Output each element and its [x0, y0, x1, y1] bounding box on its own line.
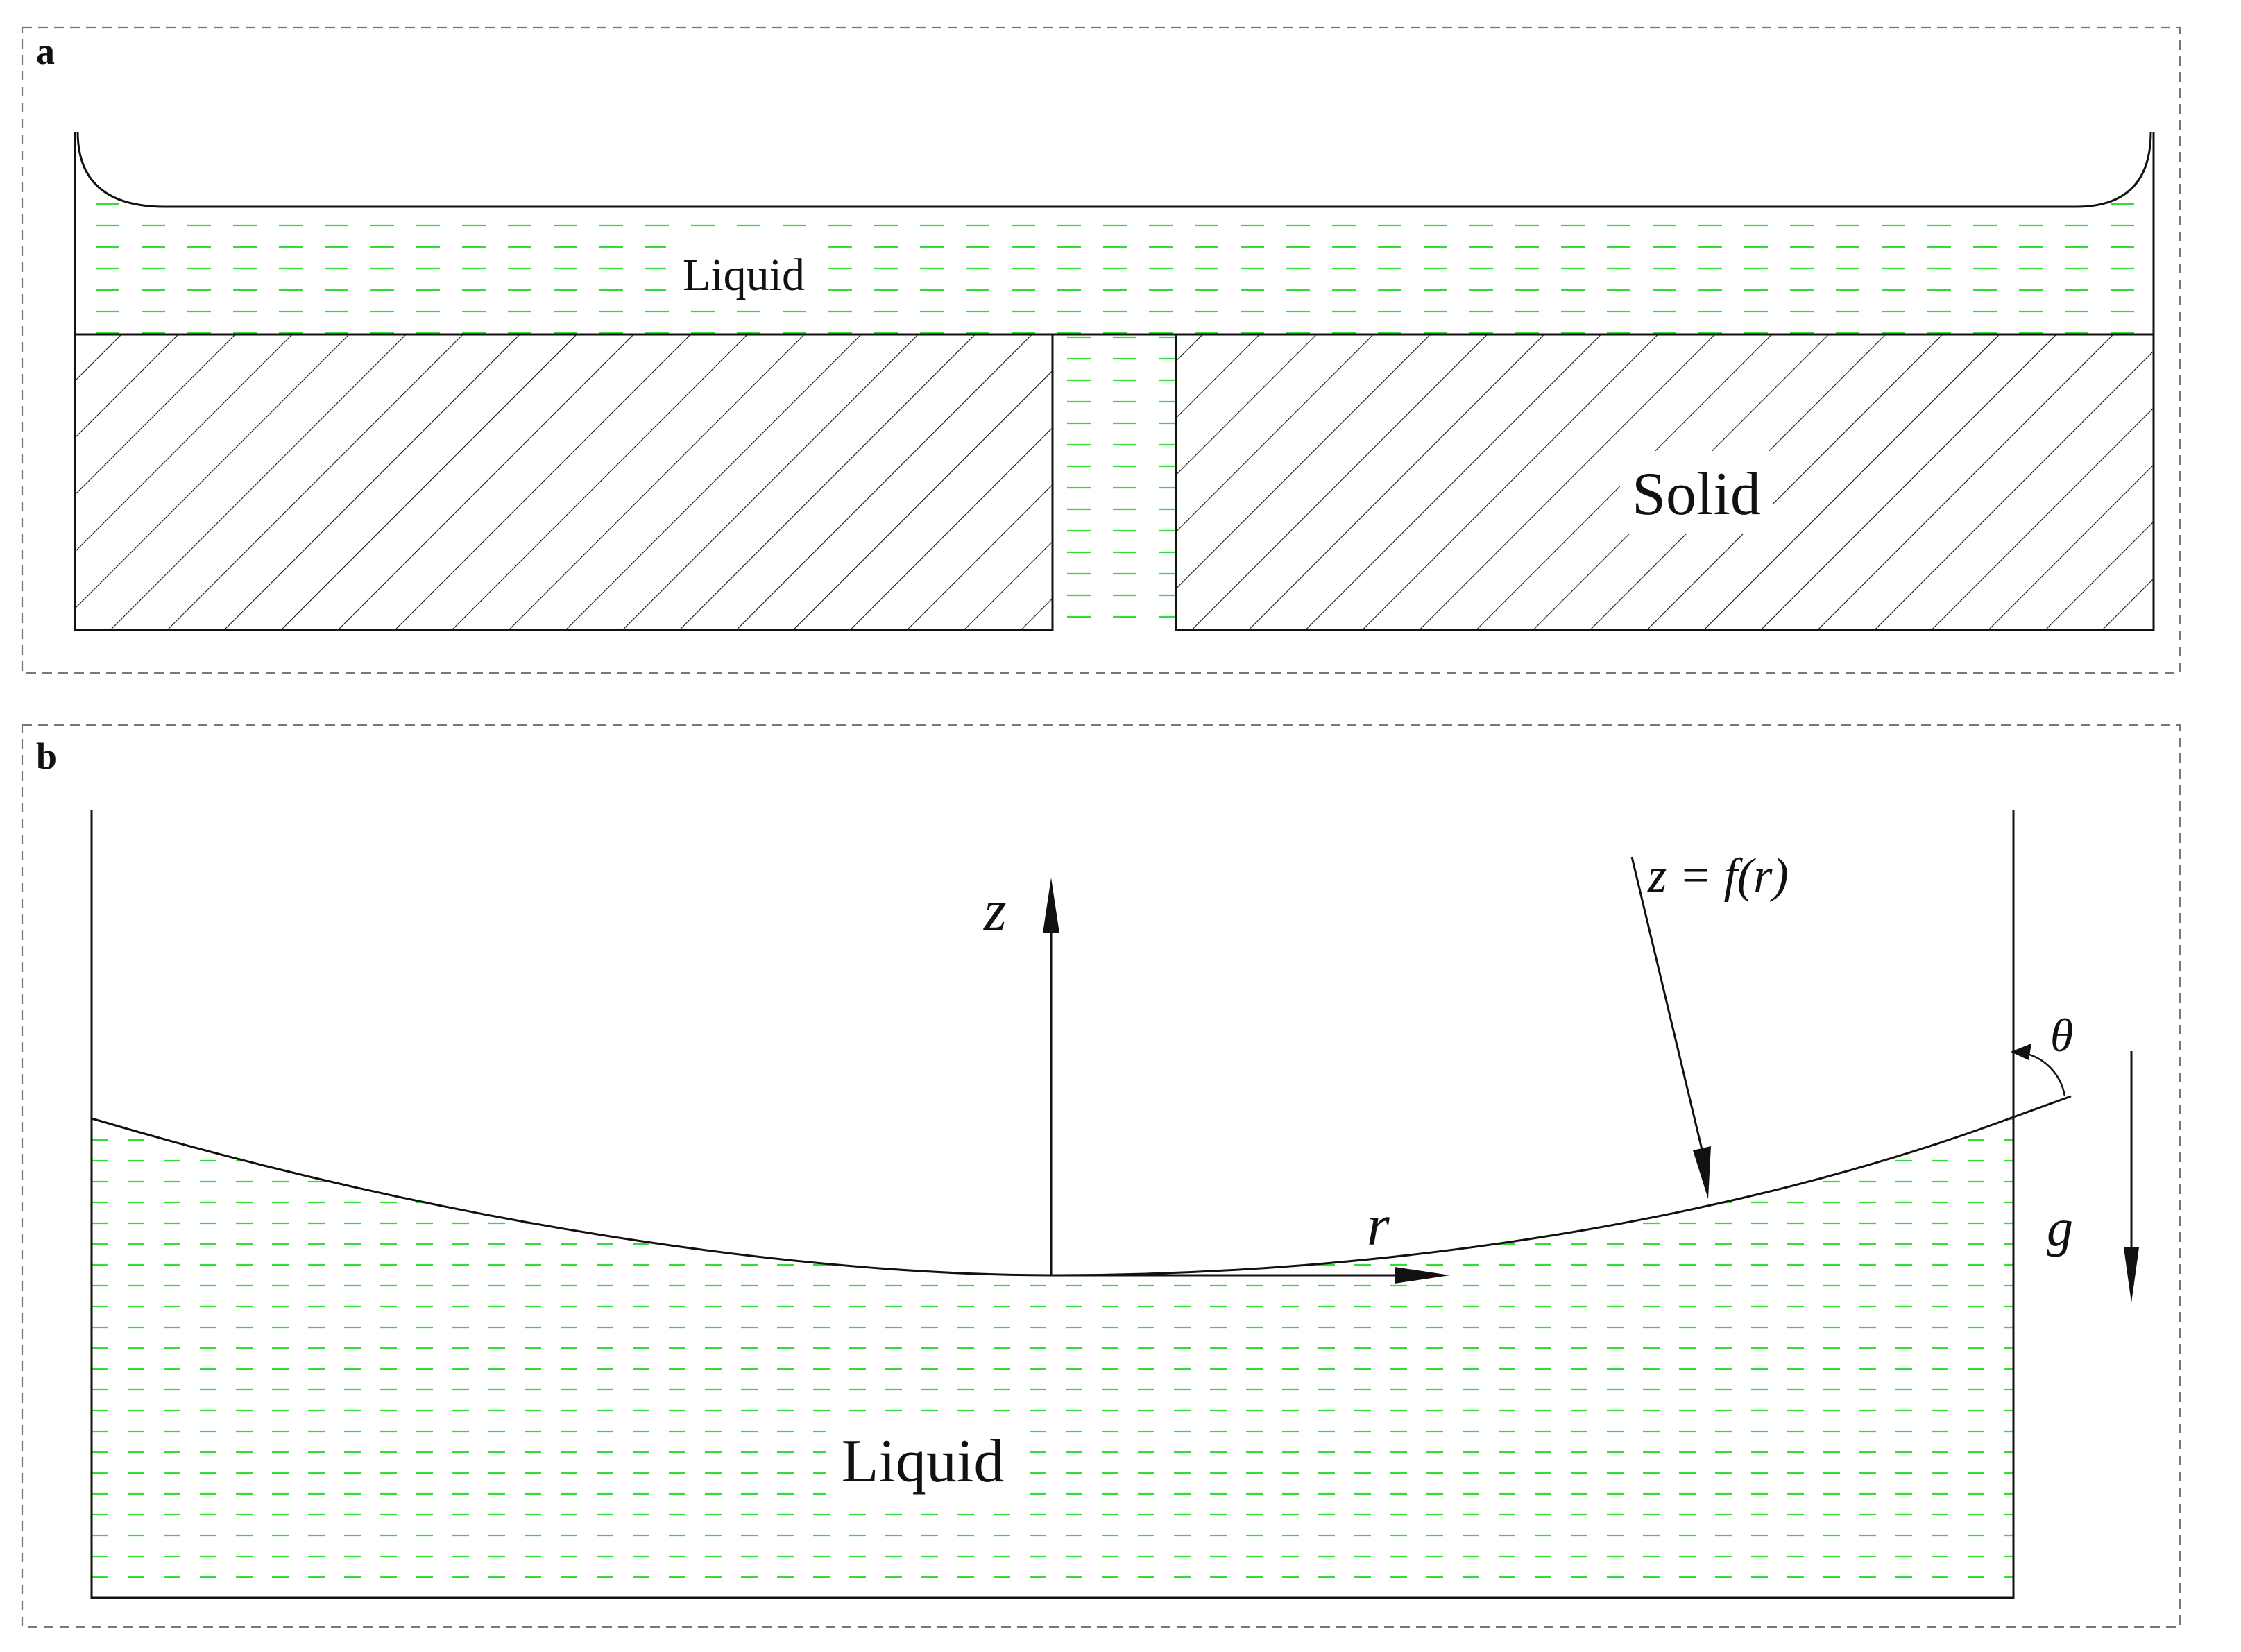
equation-pointer-arrowhead [1693, 1146, 1711, 1199]
panel-b-frame [21, 724, 2181, 1628]
panel-a-channel-liquid [1053, 334, 1176, 630]
panel-a: a Liquid Solid [21, 26, 2181, 674]
panel-b-liquid-fill [92, 1117, 2013, 1598]
gravity-label: g [2047, 1199, 2073, 1257]
panel-b-container [90, 810, 2015, 1599]
gravity-arrowhead [2124, 1247, 2139, 1303]
panel-a-solid-label: Solid [1632, 461, 1761, 528]
panel-a-liquid-fill [78, 132, 2151, 334]
panel-b-liquid-label-bg [826, 1419, 1020, 1502]
panel-b-liquid-label: Liquid [842, 1428, 1005, 1495]
panel-b-label: b [36, 735, 57, 777]
panel-b: b z r z = f(r) θ g Liquid [21, 724, 2181, 1628]
panel-a-solid-label-bg [1620, 451, 1773, 534]
equation-pointer-line [1630, 856, 1705, 1156]
panel-a-liquid-label-bg [666, 244, 819, 307]
panel-a-frame [21, 26, 2181, 674]
r-axis-arrowhead [1395, 1267, 1450, 1284]
surface-equation-label: z = f(r) [1647, 849, 1789, 903]
panel-a-liquid-label: Liquid [683, 250, 805, 300]
panel-a-meniscus [76, 131, 2152, 208]
z-axis-arrowhead [1043, 878, 1059, 933]
panel-a-label: a [36, 31, 55, 72]
panel-a-solid-left [74, 333, 1054, 631]
contact-angle-arrowhead [2011, 1044, 2031, 1060]
z-axis-label: z [983, 878, 1007, 943]
contact-angle-label: θ [2050, 1009, 2073, 1062]
r-axis-label: r [1367, 1193, 1390, 1258]
